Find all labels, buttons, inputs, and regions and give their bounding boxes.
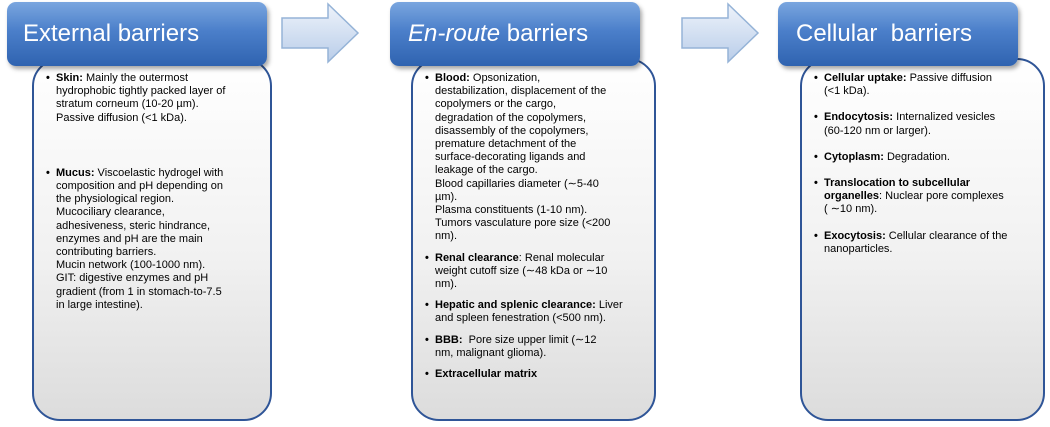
barrier-text-line: : Nuclear pore complexes [879, 190, 1004, 203]
barrier-text-line: disassembly of the copolymers, [435, 124, 589, 137]
enroute-barriers-title-italic: En-route [408, 20, 501, 47]
barrier-term: Cytoplasm: [824, 150, 884, 163]
barrier-text-line: Mainly the outermost [82, 72, 189, 84]
cellular-barriers-list: Cellular uptake: Passive diffusion (<1 kD… [814, 72, 1033, 256]
barrier-term: Translocation to subcellular [824, 177, 971, 190]
barrier-term: Hepatic and splenic clearance: [435, 299, 596, 312]
barrier-text-line: (<1 kDa). [824, 85, 870, 98]
barrier-text-line: premature detachment of the [435, 138, 577, 151]
cellular-barriers-title: Cellular barriers [796, 20, 973, 47]
barrier-text-line: adhesiveness, steric hindrance, [56, 219, 211, 232]
barrier-text-line: Cellular clearance of the [885, 229, 1008, 242]
barrier-term: Cellular uptake: [824, 72, 907, 84]
barrier-text-line: GIT: digestive enzymes and pH [56, 272, 209, 285]
barrier-text-line: Tumors vasculature pore size (<200 [435, 217, 611, 230]
barrier-text-line: nm). [435, 278, 457, 291]
barrier-text-line: Degradation. [883, 150, 950, 163]
barrier-text-line: nanoparticles. [824, 242, 893, 255]
barrier-text-line: enzymes and pH are the main [56, 232, 203, 245]
enroute-barriers-list: Blood: Opsonization,destabilization, dis… [425, 72, 644, 381]
barrier-text-line: composition and pH depending on [56, 180, 223, 193]
barrier-text-line: µm). [435, 190, 458, 203]
barrier-text-line: destabilization, displacement of the [435, 85, 607, 98]
enroute-barriers-title-rest: barriers [500, 20, 589, 47]
barrier-text-line: and spleen fenestration (<500 nm). [435, 312, 606, 325]
barrier-item: Endocytosis: Internalized vesicles(60-12… [814, 111, 1033, 137]
barrier-item: Extracellular matrix [425, 368, 644, 381]
barrier-text-line: weight cutoff size (∼48 kDa or ∼10 [435, 264, 608, 277]
barrier-text-line: surface-decorating ligands and [435, 151, 586, 164]
barrier-text-line: leakage of the cargo. [435, 164, 538, 177]
barrier-text-line: : Renal molecular [518, 251, 605, 264]
barrier-text-line: Blood capillaries diameter (∼5-40 [435, 177, 599, 190]
barrier-text-line: nm). [435, 230, 457, 243]
barrier-text-line: contributing barriers. [56, 246, 157, 259]
barrier-text-line: nm, malignant glioma). [435, 346, 547, 359]
barrier-term: Blood: [435, 72, 470, 84]
cellular-barriers-header: Cellular barriers [778, 2, 1018, 66]
barrier-term: Extracellular matrix [435, 368, 538, 381]
barrier-text-line: Mucin network (100-1000 nm). [56, 259, 206, 272]
barrier-term: Mucus: [56, 166, 95, 179]
barrier-text-line: Passive diffusion [906, 72, 992, 84]
external-barriers-header: External barriers [7, 2, 267, 66]
barrier-text-line: Mucociliary clearance, [56, 206, 165, 219]
barrier-item: Cytoplasm: Degradation. [814, 151, 1033, 164]
barrier-text-line: in large intestine). [56, 298, 143, 311]
barrier-item: Exocytosis: Cellular clearance of thenan… [814, 230, 1033, 256]
barrier-term: Endocytosis: [824, 111, 894, 124]
barrier-text-line: Plasma constituents (1-10 nm). [435, 204, 588, 217]
flow-arrow-1 [281, 2, 360, 64]
flow-arrow-2 [681, 2, 760, 64]
barrier-item: Mucus: Viscoelastic hydrogel withcomposi… [46, 167, 260, 312]
barrier-text-line: copolymers or the cargo, [435, 98, 557, 111]
barrier-term: Exocytosis: [824, 229, 886, 242]
barrier-item: Translocation to subcellularorganelles: … [814, 177, 1033, 217]
barrier-text-line: the physiological region. [56, 193, 175, 206]
barrier-text-line: Viscoelastic hydrogel with [94, 166, 224, 179]
barrier-term: organelles [824, 190, 880, 203]
barrier-item: Cellular uptake: Passive diffusion (<1 kD… [814, 72, 1033, 98]
barrier-text-line: Liver [595, 299, 623, 312]
barrier-text-line: Passive diffusion (<1 kDa). [56, 111, 187, 124]
cellular-barriers-panel: Cellular uptake: Passive diffusion (<1 kD… [800, 58, 1045, 421]
enroute-barriers-header: En-route barriers [390, 2, 640, 66]
barrier-text-line: Opsonization, [469, 72, 541, 84]
barrier-text-line: gradient (from 1 in stomach-to-7.5 [56, 285, 222, 298]
barrier-text-line: ( ∼10 nm). [824, 203, 878, 216]
barrier-text-line: (60-120 nm or larger). [824, 124, 931, 137]
barrier-text-line: degradation of the copolymers, [435, 111, 587, 124]
barrier-text-line: Pore size upper limit (∼12 [462, 333, 597, 346]
barrier-text-line: stratum corneum (10-20 µm). [56, 98, 199, 111]
barrier-term: Skin: [56, 72, 83, 84]
barrier-item: Blood: Opsonization,destabilization, dis… [425, 72, 644, 244]
enroute-barriers-panel: Blood: Opsonization,destabilization, dis… [411, 58, 656, 421]
external-barriers-title: External barriers [23, 20, 200, 47]
barrier-text-line: Internalized vesicles [893, 111, 996, 124]
barrier-term: Renal clearance [435, 251, 519, 264]
barrier-text-line: hydrophobic tightly packed layer of [56, 85, 226, 98]
barrier-term: BBB: [435, 333, 463, 346]
barrier-item: Hepatic and splenic clearance: Liverand … [425, 299, 644, 325]
